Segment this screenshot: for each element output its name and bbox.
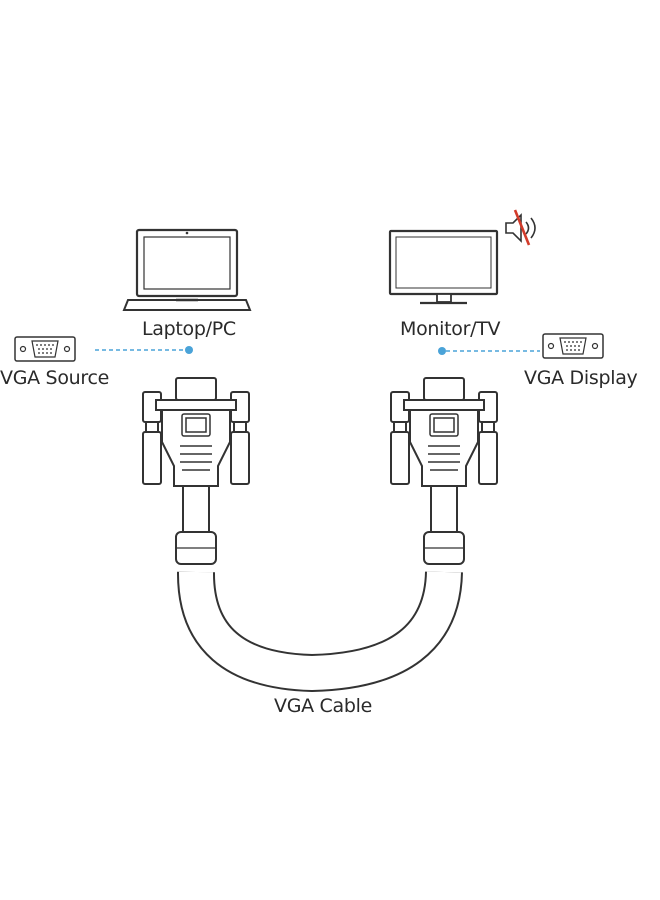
laptop-label: Laptop/PC <box>142 318 236 340</box>
display-connector-line <box>438 347 540 355</box>
monitor-icon <box>388 229 499 305</box>
vga-right-connector-icon <box>390 377 498 565</box>
vga-source-port-icon <box>14 336 76 362</box>
vga-cable-label: VGA Cable <box>274 695 372 717</box>
vga-display-label: VGA Display <box>524 367 638 389</box>
source-connector-line <box>95 346 193 354</box>
vga-display-port-icon <box>542 333 604 359</box>
vga-left-connector-icon <box>142 377 250 565</box>
speaker-muted-icon <box>505 209 536 246</box>
cable-icon <box>176 570 463 693</box>
laptop-icon <box>122 228 252 311</box>
monitor-label: Monitor/TV <box>400 318 501 340</box>
vga-source-label: VGA Source <box>0 367 110 389</box>
